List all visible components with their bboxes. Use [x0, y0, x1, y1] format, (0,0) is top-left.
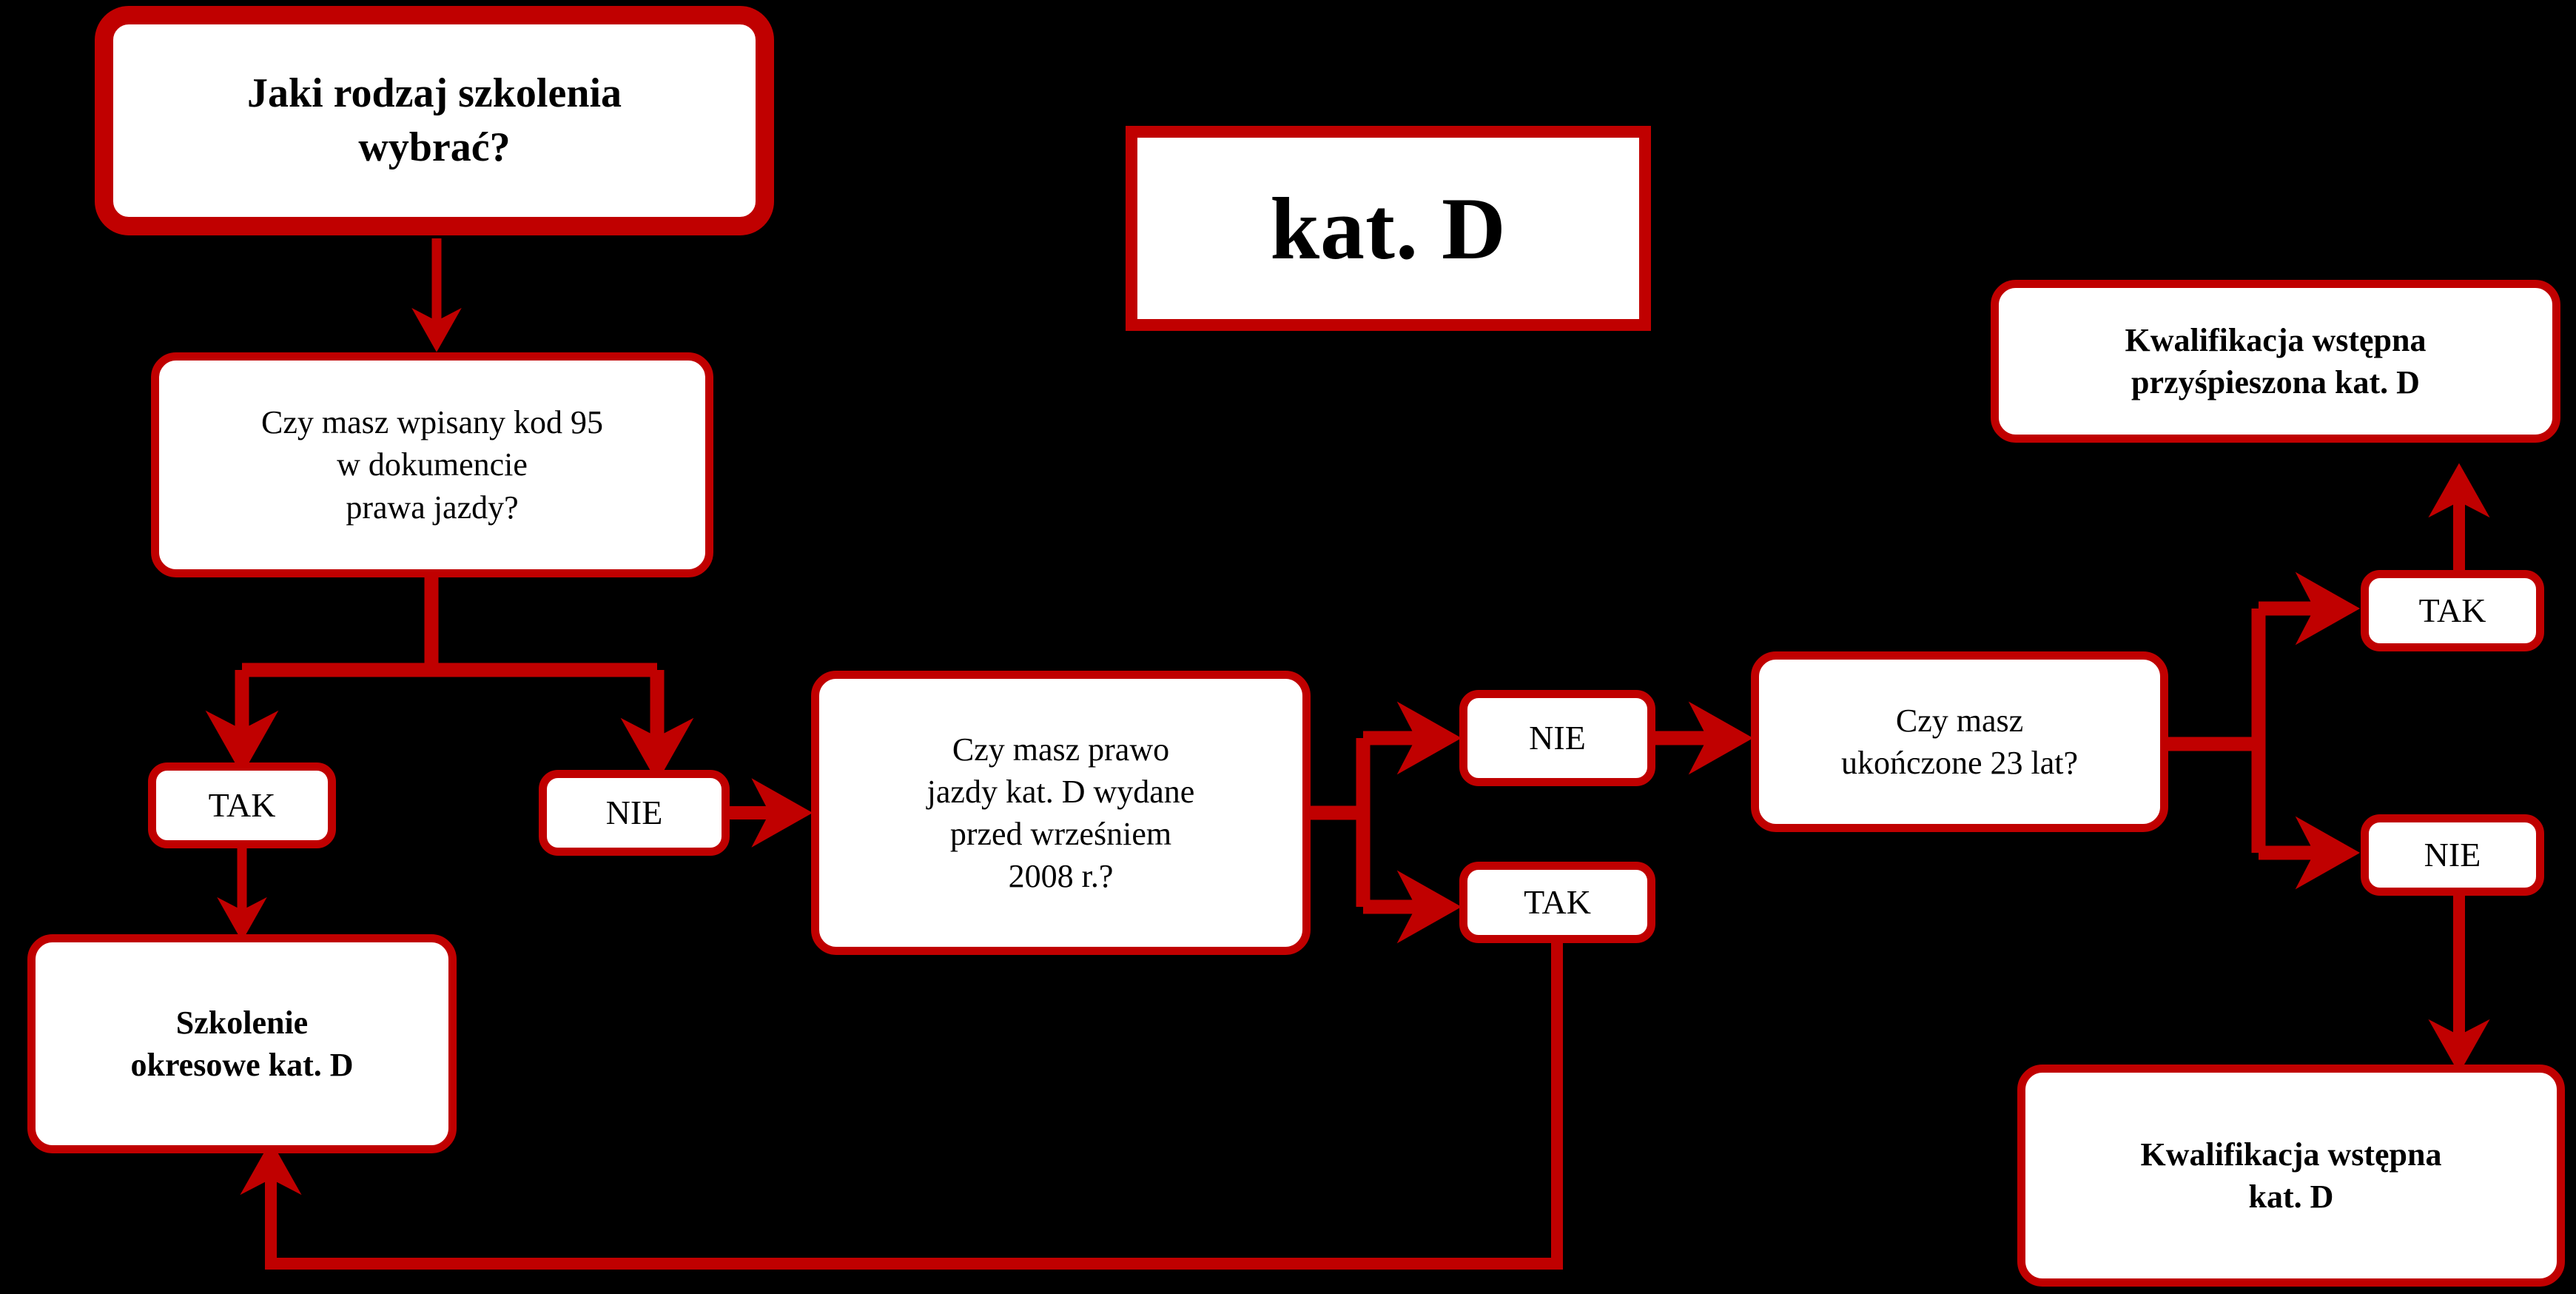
node-answer-wiek-nie-label: NIE	[2424, 836, 2481, 874]
node-answer-kod95-nie[interactable]: NIE	[539, 770, 730, 856]
node-answer-kod95-nie-label: NIE	[605, 794, 663, 832]
edge-tak2008-feedback-loop	[240, 940, 1563, 1270]
node-answer-wiek-nie[interactable]: NIE	[2361, 814, 2544, 896]
node-answer-2008-nie[interactable]: NIE	[1459, 690, 1655, 786]
node-answer-2008-tak[interactable]: TAK	[1459, 862, 1655, 943]
node-answer-kod95-tak-label: TAK	[208, 786, 276, 825]
node-answer-kod95-tak[interactable]: TAK	[148, 762, 336, 848]
node-answer-2008-nie-label: NIE	[1529, 719, 1586, 757]
node-answer-wiek-tak[interactable]: TAK	[2361, 570, 2544, 651]
node-answer-wiek-tak-label: TAK	[2418, 591, 2486, 630]
node-badge-label: kat. D	[1270, 178, 1507, 278]
node-answer-2008-tak-label: TAK	[1524, 883, 1591, 922]
node-badge-kat-d: kat. D	[1126, 126, 1651, 331]
